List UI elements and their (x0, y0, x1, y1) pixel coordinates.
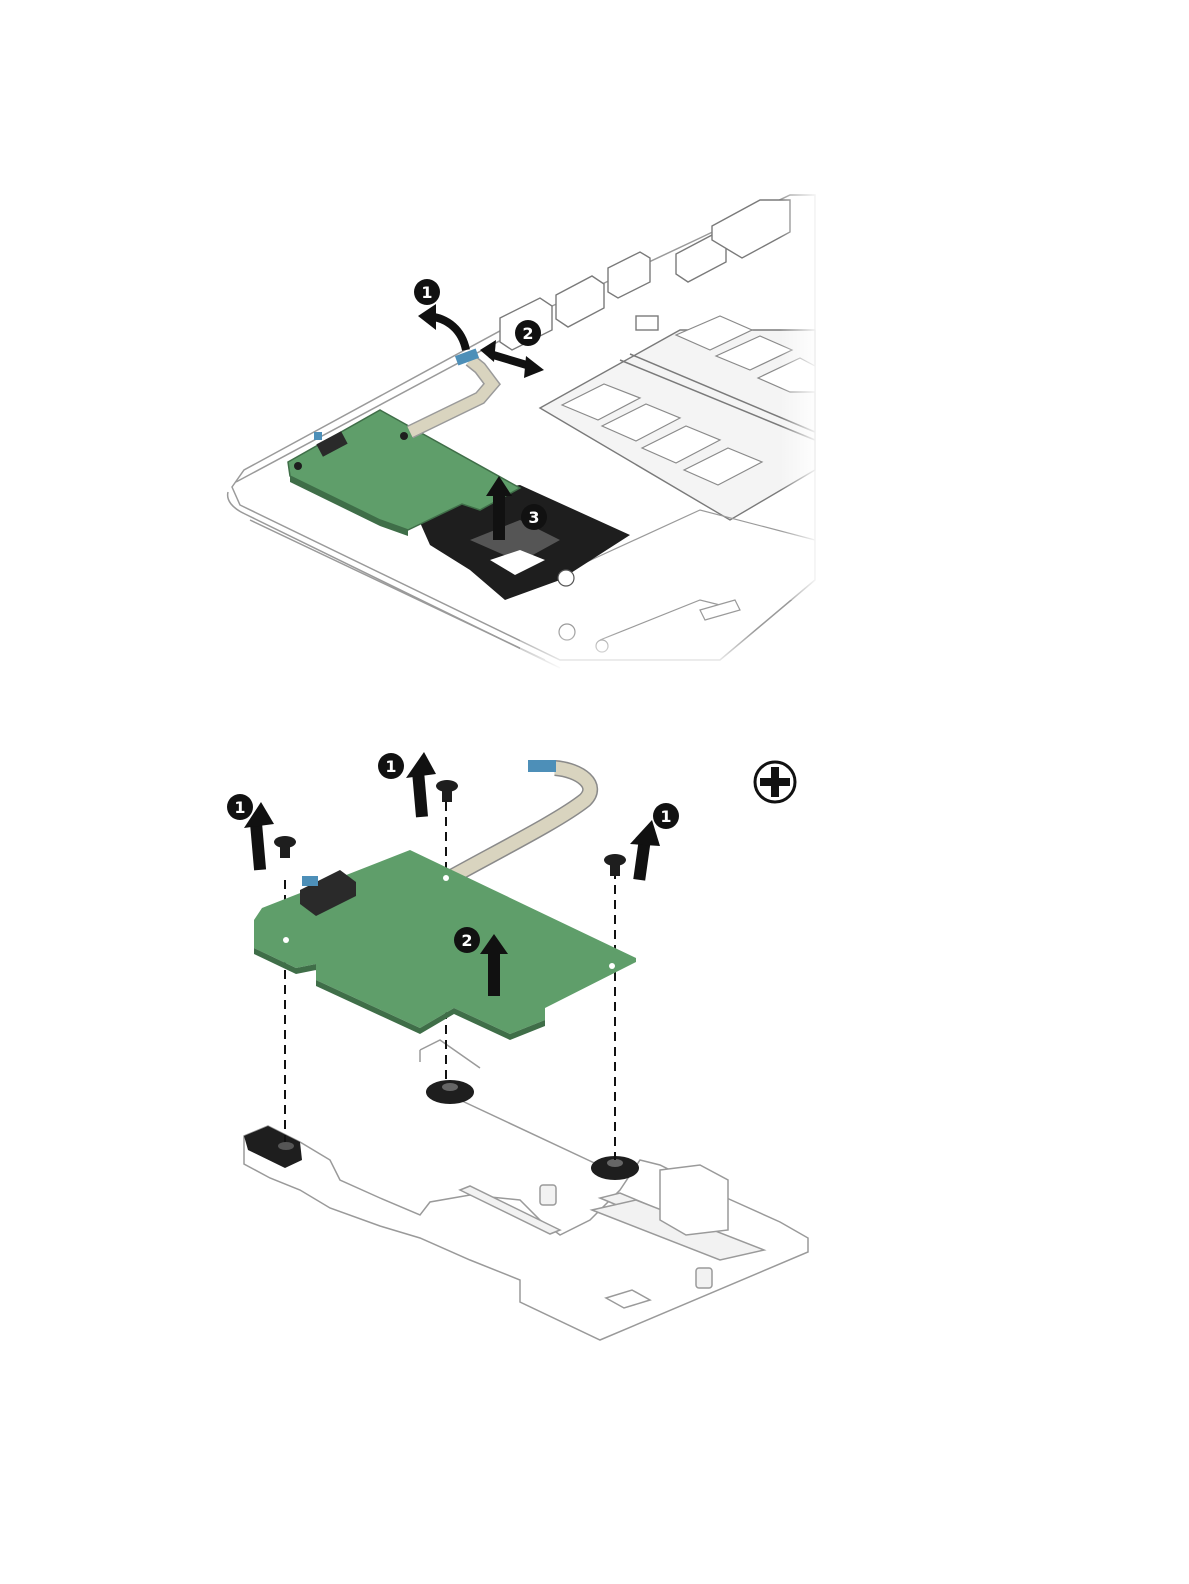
phillips-head-icon (755, 762, 795, 802)
exploded-illustration: 1 1 1 2 (0, 690, 1189, 1584)
top-removal-diagram: 1 2 3 (0, 0, 1189, 690)
bracket-plate (244, 1040, 808, 1340)
screw-right (604, 854, 626, 876)
callout-1: 1 (414, 279, 440, 305)
bottom-exploded-diagram: 1 1 1 2 (0, 690, 1189, 1584)
svg-text:1: 1 (660, 807, 671, 826)
chassis-illustration: 1 2 3 (0, 0, 1189, 690)
card-reader-board (254, 850, 636, 1040)
callout-1-left: 1 (227, 794, 253, 820)
standoff-center (426, 1080, 474, 1104)
arrow-remove-screw-right (630, 820, 660, 881)
ribbon-cable (446, 760, 590, 880)
svg-text:2: 2 (522, 324, 533, 343)
callout-2: 2 (454, 927, 480, 953)
callout-3: 3 (521, 504, 547, 530)
svg-text:2: 2 (461, 931, 472, 950)
arrow-lift-latch (418, 304, 466, 350)
svg-text:1: 1 (234, 798, 245, 817)
screw-center (436, 780, 458, 802)
callout-1-right: 1 (653, 803, 679, 829)
screw-left (274, 836, 296, 858)
callout-1-center: 1 (378, 753, 404, 779)
arrow-remove-screw-center (406, 752, 436, 817)
svg-text:1: 1 (421, 283, 432, 302)
cable-connector (528, 760, 556, 772)
svg-text:3: 3 (528, 508, 539, 527)
svg-text:1: 1 (385, 757, 396, 776)
callout-2: 2 (515, 320, 541, 346)
